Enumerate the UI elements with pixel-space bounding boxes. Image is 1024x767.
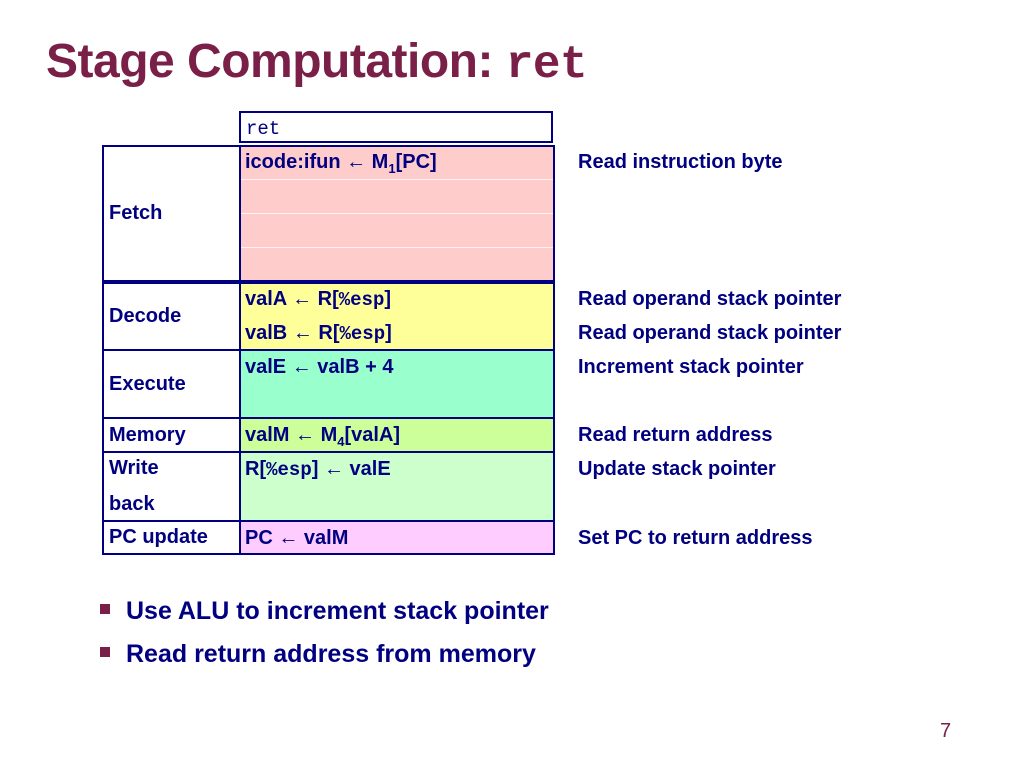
pcupdate-line-1: PC ← valM (245, 527, 349, 549)
writeback-desc-1: Update stack pointer (578, 458, 776, 480)
left-arrow-icon: ← (292, 322, 313, 344)
stage-cell-memory (239, 417, 555, 453)
pcupdate-desc-1: Set PC to return address (578, 527, 813, 549)
row-rule (241, 247, 553, 248)
stage-label-writeback: Write back (102, 451, 241, 522)
slide-title-code: ret (505, 39, 588, 91)
decode-line-1: valA ← R[%esp] (245, 288, 392, 311)
stage-label-execute: Execute (102, 349, 241, 419)
square-bullet-icon (100, 647, 110, 658)
bullet-item: Read return address from memory (100, 640, 536, 669)
writeback-line-1: R[%esp] ← valE (245, 458, 391, 481)
left-arrow-icon: ← (323, 458, 344, 480)
row-rule (241, 179, 553, 180)
left-arrow-icon: ← (292, 288, 313, 310)
decode-line-2: valB ← R[%esp] (245, 322, 392, 345)
fetch-desc-1: Read instruction byte (578, 151, 783, 173)
stage-label-memory: Memory (102, 417, 241, 453)
stage-cell-pcupdate (239, 520, 555, 555)
memory-line-1: valM ← M4[valA] (245, 424, 401, 449)
square-bullet-icon (100, 604, 110, 615)
execute-desc-1: Increment stack pointer (578, 356, 804, 378)
left-arrow-icon: ← (346, 151, 367, 173)
writeback-label-line2: back (109, 493, 155, 515)
page-number: 7 (940, 720, 952, 742)
stage-cell-decode (239, 282, 555, 351)
execute-line-1: valE ← valB + 4 (245, 356, 394, 378)
fetch-line-1: icode:ifun ← M1[PC] (245, 151, 437, 176)
instruction-header: ret (239, 111, 553, 143)
row-rule (241, 213, 553, 214)
writeback-label-line1: Write (109, 457, 159, 479)
left-arrow-icon: ← (291, 356, 312, 378)
left-arrow-icon: ← (295, 424, 316, 446)
stage-label-pcupdate: PC update (102, 520, 241, 555)
stage-label-fetch: Fetch (102, 145, 241, 282)
decode-desc-1: Read operand stack pointer (578, 288, 842, 310)
decode-desc-2: Read operand stack pointer (578, 322, 842, 344)
stage-label-decode: Decode (102, 282, 241, 351)
slide-title: Stage Computation: ret (46, 34, 588, 91)
left-arrow-icon: ← (278, 527, 299, 549)
slide-title-text: Stage Computation: (46, 35, 506, 88)
memory-desc-1: Read return address (578, 424, 773, 446)
bullet-item: Use ALU to increment stack pointer (100, 597, 549, 626)
